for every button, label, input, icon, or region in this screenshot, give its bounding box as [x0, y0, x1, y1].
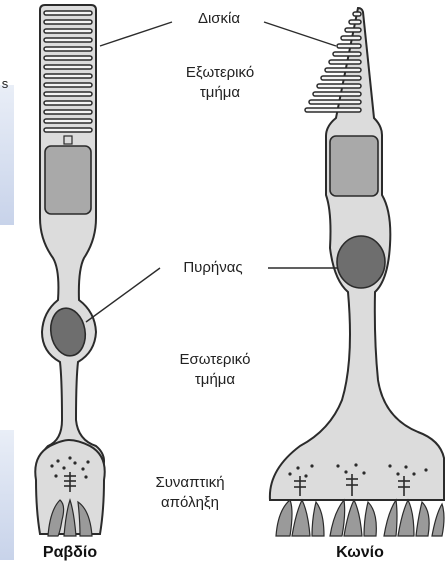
label-synaptic-line1: Συναπτική — [130, 473, 250, 492]
label-outer-segment-line2: τμήμα — [150, 83, 290, 102]
cone-nucleus — [337, 236, 385, 288]
cone-inner-box — [330, 136, 378, 196]
rod-cell — [35, 5, 104, 536]
label-disks: Δισκία — [174, 9, 264, 28]
nucleus-leader-left — [86, 268, 160, 322]
rod-inner-box — [45, 146, 91, 214]
label-rod: Ραβδίο — [20, 543, 120, 562]
rod-synaptic-terminal — [35, 440, 104, 536]
rod-connecting-cilium — [64, 136, 72, 144]
label-inner-segment-line2: τμήμα — [140, 370, 290, 389]
label-nucleus: Πυρήνας — [160, 258, 266, 277]
disks-leader-left — [100, 22, 172, 46]
disks-leader-right — [264, 22, 336, 46]
label-cone: Κωνίο — [310, 543, 410, 562]
label-inner-segment-line1: Εσωτερικό — [140, 350, 290, 369]
label-synaptic-line2: απόληξη — [130, 493, 250, 512]
cone-cell — [270, 8, 444, 536]
stray-character: s — [0, 74, 10, 93]
label-outer-segment-line1: Εξωτερικό — [150, 63, 290, 82]
